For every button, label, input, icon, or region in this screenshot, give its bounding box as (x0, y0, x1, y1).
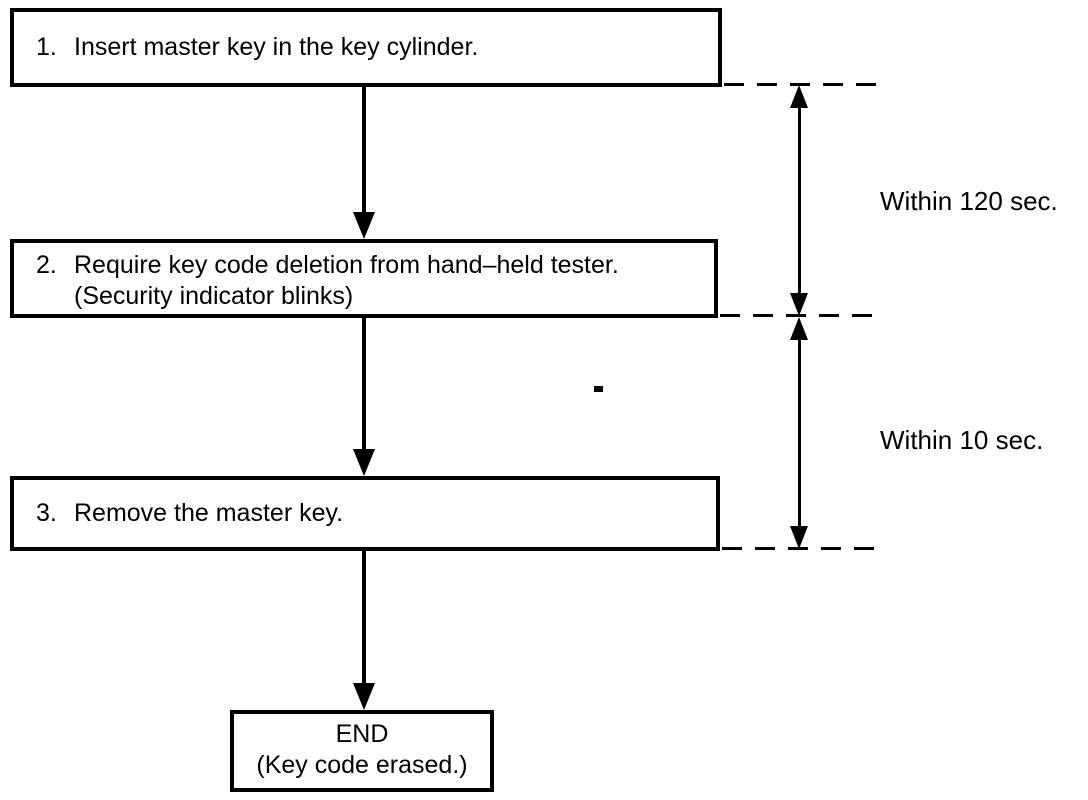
arrow-up-icon (790, 317, 808, 340)
arrow-down-icon (353, 449, 375, 476)
step-2-note: (Security indicator blinks) (74, 282, 354, 310)
arrow-down-icon (353, 683, 375, 710)
arrow-down-icon (790, 526, 808, 549)
arrow-up-icon (790, 85, 808, 108)
stray-mark (594, 386, 603, 392)
arrow-down-icon (790, 293, 808, 316)
step-1-text: Insert master key in the key cylinder. (74, 33, 479, 61)
end-box-title: END (335, 720, 389, 748)
timing-arrow-line-1 (798, 106, 801, 296)
step-3-box: 3. Remove the master key. (10, 476, 720, 551)
connector-line-3 (362, 551, 366, 685)
dashed-line-1 (724, 83, 880, 86)
timing-arrow-line-2 (798, 338, 801, 528)
connector-line-1 (362, 87, 366, 217)
step-3-number: 3. (36, 499, 57, 527)
timing-label-120-sec: Within 120 sec. (880, 186, 1058, 216)
step-2-box: 2. Require key code deletion from hand–h… (10, 239, 718, 318)
connector-line-2 (362, 318, 366, 452)
step-2-text: Require key code deletion from hand–held… (74, 251, 619, 279)
step-1-box: 1. Insert master key in the key cylinder… (10, 8, 722, 87)
arrow-down-icon (353, 212, 375, 239)
step-2-number: 2. (36, 251, 57, 279)
step-1-number: 1. (36, 33, 57, 61)
timing-label-10-sec: Within 10 sec. (880, 425, 1044, 455)
end-box: END (Key code erased.) (230, 710, 494, 792)
step-3-text: Remove the master key. (74, 499, 344, 527)
end-box-subtitle: (Key code erased.) (256, 751, 468, 779)
